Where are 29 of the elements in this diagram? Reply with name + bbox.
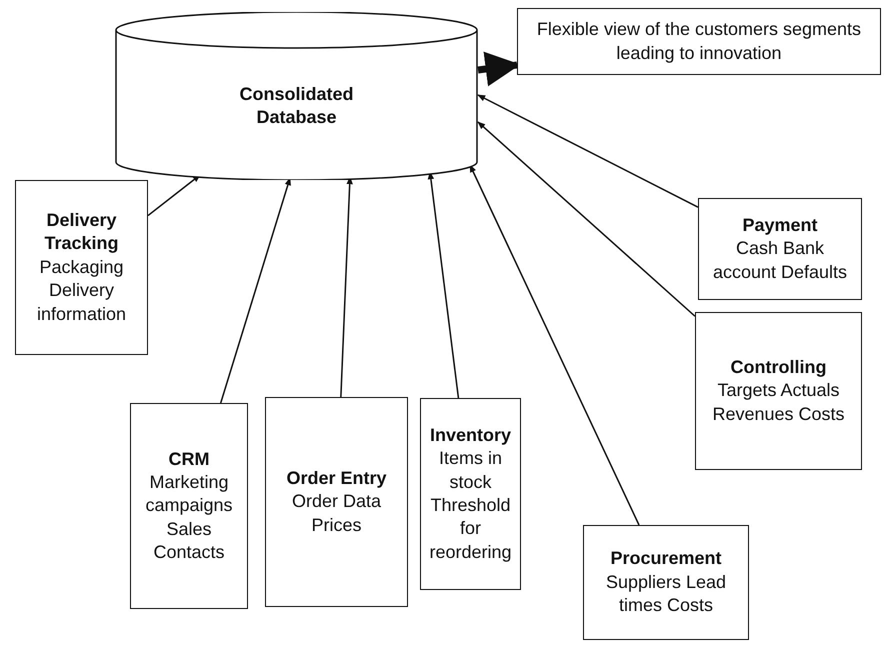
arrow: [469, 164, 640, 526]
box-heading: CRM: [168, 448, 210, 471]
box-heading: Inventory: [430, 424, 512, 447]
box-heading: Payment: [742, 214, 818, 237]
box-text: Flexible view of the customers segments leading to innovation: [536, 18, 862, 65]
process-box: [583, 525, 749, 640]
arrow: [477, 94, 698, 208]
arrow: [477, 121, 696, 317]
box-body-text: Cash Bank account Defaults: [712, 237, 848, 284]
process-box: [15, 180, 148, 355]
box-body-text: Marketing campaigns Sales Contacts: [144, 470, 234, 564]
box-body-text: Targets Actuals Revenues Costs: [711, 379, 846, 426]
box-heading: Order Entry: [286, 466, 387, 490]
process-box: [695, 312, 862, 470]
process-box: [130, 403, 248, 609]
box-body-text: Suppliers Lead times Costs: [604, 570, 728, 618]
box-body-text: Items in stock Threshold for reordering: [428, 447, 513, 564]
database-cylinder: [115, 12, 478, 180]
box-heading: Procurement: [610, 547, 722, 570]
box-text: Consolidated Database: [238, 82, 354, 129]
box-body-text: Order Data Prices: [290, 490, 382, 537]
box-body-text: Packaging Delivery information: [36, 256, 128, 326]
process-box: [265, 397, 408, 607]
process-box: [698, 198, 862, 300]
box-heading: Delivery Tracking: [43, 209, 120, 256]
process-box: [517, 8, 881, 75]
process-box: [420, 398, 521, 590]
arrow: [220, 177, 291, 404]
box-heading: Controlling: [730, 356, 826, 379]
